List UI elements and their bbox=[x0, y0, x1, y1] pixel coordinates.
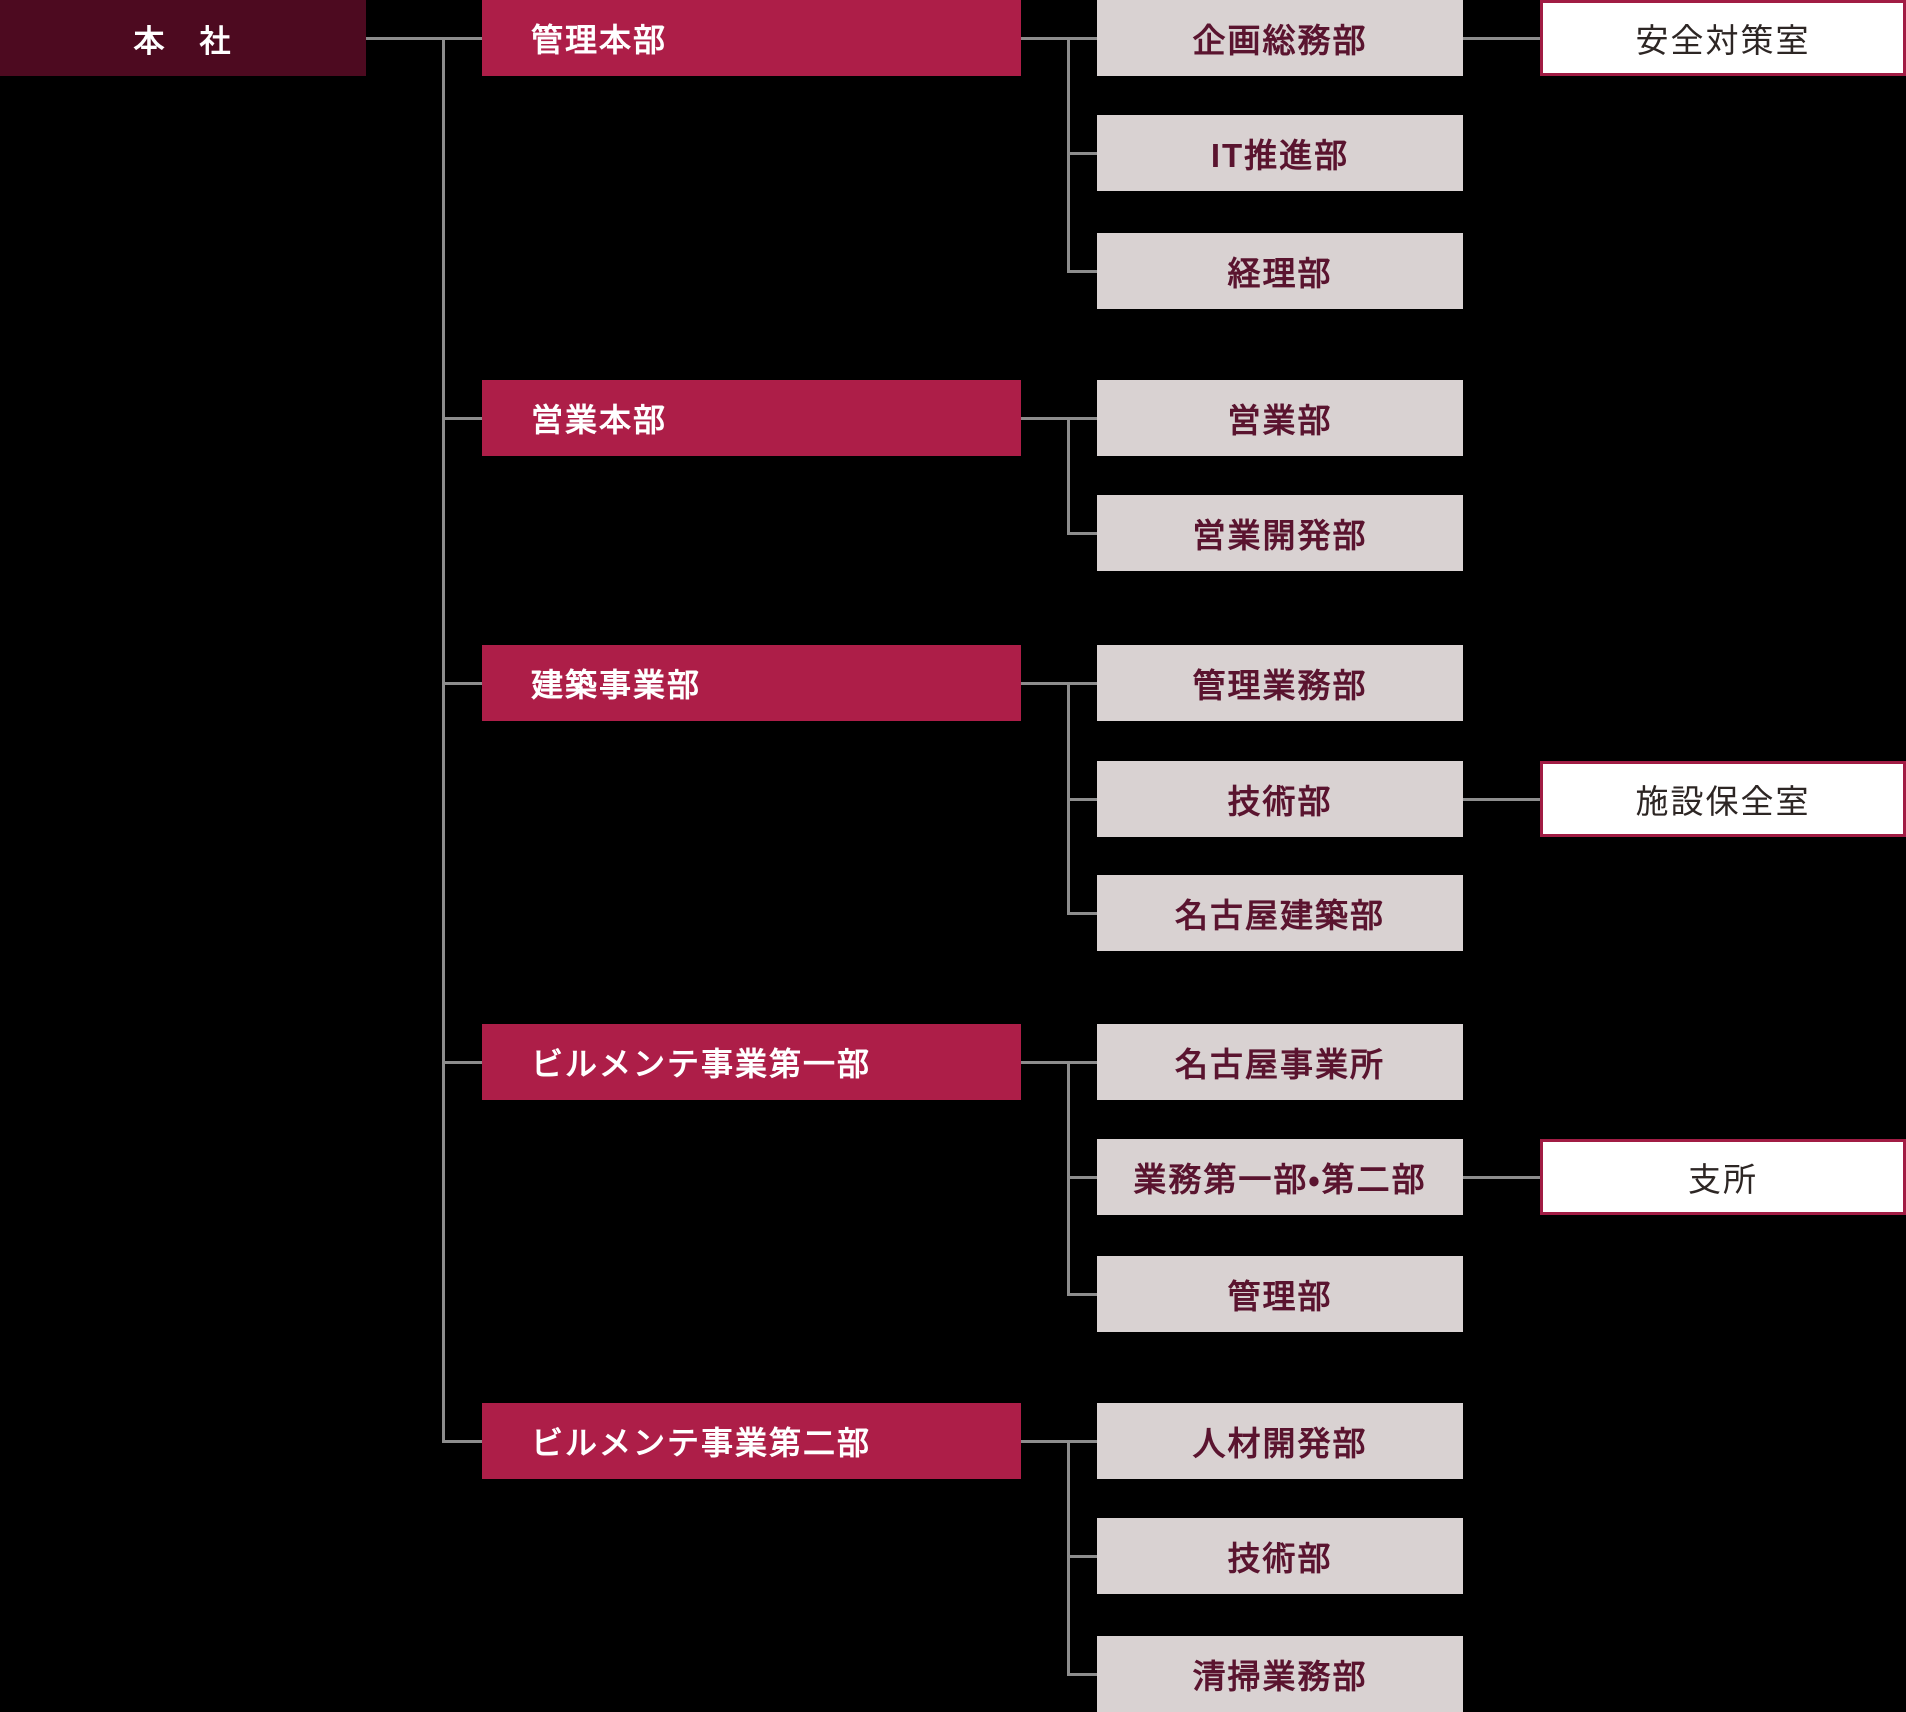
division-box-kanri-honbu: 管理本部 bbox=[482, 0, 1021, 76]
connector-line bbox=[1067, 152, 1097, 155]
connector-line bbox=[1067, 270, 1097, 273]
connector-line bbox=[1021, 682, 1097, 685]
department-box-eigyo-kaihatsu: 営業開発部 bbox=[1097, 495, 1463, 571]
department-box-kikaku-somu: 企画総務部 bbox=[1097, 0, 1463, 76]
division-box-birumente-dai1bu: ビルメンテ事業第一部 bbox=[482, 1024, 1021, 1100]
division-box-eigyo-honbu: 営業本部 bbox=[482, 380, 1021, 456]
division-box-kenchiku-jigyobu: 建築事業部 bbox=[482, 645, 1021, 721]
connector-line bbox=[1021, 417, 1097, 420]
department-box-gyomu-dai1-dai2: 業務第一部・第二部 bbox=[1097, 1139, 1463, 1215]
department-box-kanri-gyomu: 管理業務部 bbox=[1097, 645, 1463, 721]
connector-line bbox=[1021, 1061, 1097, 1064]
division-box-birumente-dai2bu: ビルメンテ事業第二部 bbox=[482, 1403, 1021, 1479]
connector-line bbox=[1021, 37, 1097, 40]
connector-line bbox=[1067, 37, 1070, 273]
connector-line bbox=[442, 1440, 482, 1443]
connector-line bbox=[1067, 532, 1097, 535]
head-office-box: 本 社 bbox=[0, 0, 366, 76]
department-box-jinzai-kaihatsu: 人材開発部 bbox=[1097, 1403, 1463, 1479]
department-box-it-suishin: IT推進部 bbox=[1097, 115, 1463, 191]
connector-line bbox=[442, 417, 482, 420]
connector-line bbox=[366, 37, 482, 40]
connector-line bbox=[1067, 798, 1097, 801]
connector-line bbox=[1067, 1176, 1097, 1179]
connector-line bbox=[442, 1061, 482, 1064]
connector-line bbox=[1067, 1293, 1097, 1296]
connector-line bbox=[1463, 1176, 1540, 1179]
sub-room-box-shisetsu-hozen: 施設保全室 bbox=[1540, 761, 1906, 837]
department-box-eigyo: 営業部 bbox=[1097, 380, 1463, 456]
connector-line bbox=[1067, 417, 1070, 535]
connector-line bbox=[1067, 1673, 1097, 1676]
connector-line bbox=[1067, 1440, 1070, 1676]
connector-line bbox=[1067, 912, 1097, 915]
department-box-nagoya-jigyosho: 名古屋事業所 bbox=[1097, 1024, 1463, 1100]
connector-line bbox=[1067, 1555, 1097, 1558]
sub-room-box-anzen-taisaku: 安全対策室 bbox=[1540, 0, 1906, 76]
department-box-gijutsu-1: 技術部 bbox=[1097, 761, 1463, 837]
sub-room-box-shisho: 支所 bbox=[1540, 1139, 1906, 1215]
department-box-kanri: 管理部 bbox=[1097, 1256, 1463, 1332]
connector-line bbox=[1463, 37, 1540, 40]
department-box-gijutsu-2: 技術部 bbox=[1097, 1518, 1463, 1594]
connector-line bbox=[442, 682, 482, 685]
department-box-seiso-gyomu: 清掃業務部 bbox=[1097, 1636, 1463, 1712]
connector-line bbox=[442, 37, 445, 1443]
connector-line bbox=[1021, 1440, 1097, 1443]
department-box-nagoya-kenchiku: 名古屋建築部 bbox=[1097, 875, 1463, 951]
department-box-keiri: 経理部 bbox=[1097, 233, 1463, 309]
connector-line bbox=[1463, 798, 1540, 801]
